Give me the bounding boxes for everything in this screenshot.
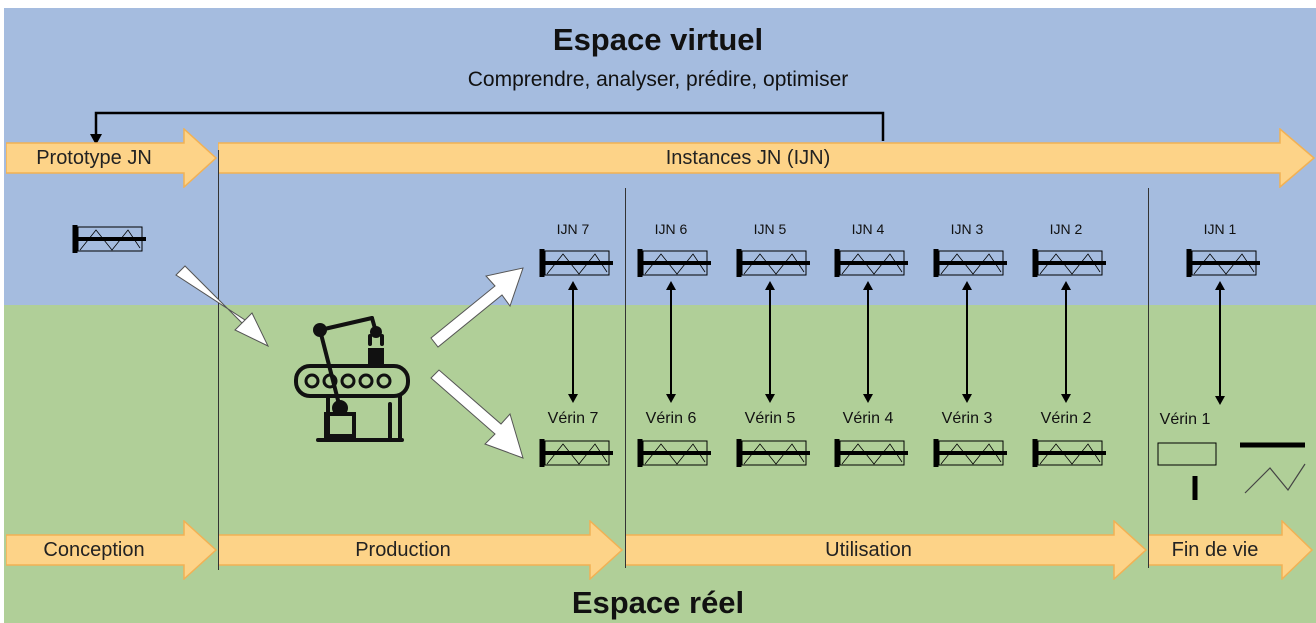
virtual-cylinder-icon bbox=[834, 249, 908, 277]
ijn-label: IJN 3 bbox=[950, 221, 984, 237]
virtual-cylinder-icon bbox=[736, 249, 810, 277]
ijn-label: IJN 5 bbox=[753, 221, 787, 237]
ijn-label: IJN 7 bbox=[556, 221, 590, 237]
virtual-cylinder-icon bbox=[637, 249, 711, 277]
physical-cylinder-icon bbox=[834, 439, 908, 467]
verin-label: Vérin 3 bbox=[941, 410, 993, 427]
verin-label: Vérin 5 bbox=[744, 410, 796, 427]
twin-link-arrow bbox=[568, 281, 578, 403]
virtual-cylinder-icon bbox=[1032, 249, 1106, 277]
physical-cylinder-icon bbox=[1032, 439, 1106, 467]
prototype-label: Prototype JN bbox=[36, 146, 152, 169]
virtual-space-title: Espace virtuel bbox=[552, 22, 764, 57]
ijn-label: IJN 6 bbox=[654, 221, 688, 237]
separator-utilisation bbox=[625, 188, 626, 568]
virtual-cylinder-icon bbox=[1186, 249, 1260, 277]
verin-label: Vérin 7 bbox=[547, 410, 599, 427]
flow-arrow-up-icon bbox=[430, 267, 524, 348]
twin-link-arrow bbox=[1215, 281, 1225, 405]
physical-cylinder-icon bbox=[933, 439, 1007, 467]
physical-cylinder-icon bbox=[539, 439, 613, 467]
phase-arrow-fin-de-vie: Fin de vie bbox=[1148, 520, 1314, 580]
phase-label-conception: Conception bbox=[43, 538, 145, 561]
flow-arrow-icon bbox=[175, 265, 270, 348]
verin-label: Vérin 6 bbox=[645, 410, 697, 427]
phase-arrow-production: Production bbox=[218, 520, 624, 580]
real-space-title: Espace réel bbox=[571, 585, 745, 620]
phase-arrow-conception: Conception bbox=[6, 520, 218, 580]
virtual-space-subtitle: Comprendre, analyser, prédire, optimiser bbox=[467, 68, 849, 91]
twin-link-arrow bbox=[863, 281, 873, 403]
instances-label: Instances JN (IJN) bbox=[665, 146, 831, 169]
physical-cylinder-icon bbox=[637, 439, 711, 467]
ijn-label: IJN 1 bbox=[1203, 221, 1237, 237]
twin-link-arrow bbox=[962, 281, 972, 403]
twin-link-arrow bbox=[1061, 281, 1071, 403]
separator-production bbox=[218, 150, 219, 570]
virtual-cylinder-icon bbox=[933, 249, 1007, 277]
prototype-cylinder-icon bbox=[72, 225, 146, 253]
ijn-label: IJN 4 bbox=[851, 221, 885, 237]
instances-arrow: Instances JN (IJN) bbox=[218, 128, 1316, 188]
phase-label-fin-de-vie: Fin de vie bbox=[1171, 538, 1259, 561]
ijn-label: IJN 2 bbox=[1049, 221, 1083, 237]
broken-cylinder-icon bbox=[1157, 442, 1306, 500]
virtual-cylinder-icon bbox=[539, 249, 613, 277]
robot-assembly-line-icon bbox=[294, 316, 410, 442]
physical-cylinder-icon bbox=[736, 439, 810, 467]
real-space-zone bbox=[4, 305, 1316, 623]
phase-label-utilisation: Utilisation bbox=[825, 538, 912, 561]
verin-label: Vérin 4 bbox=[842, 410, 894, 427]
prototype-arrow: Prototype JN bbox=[6, 128, 218, 188]
verin-label: Vérin 1 bbox=[1159, 411, 1211, 428]
twin-link-arrow bbox=[765, 281, 775, 403]
verin-label: Vérin 2 bbox=[1040, 410, 1092, 427]
separator-fin-de-vie bbox=[1148, 188, 1149, 568]
flow-arrow-down-icon bbox=[430, 369, 524, 459]
phase-label-production: Production bbox=[355, 538, 451, 561]
twin-link-arrow bbox=[666, 281, 676, 403]
phase-arrow-utilisation: Utilisation bbox=[625, 520, 1148, 580]
